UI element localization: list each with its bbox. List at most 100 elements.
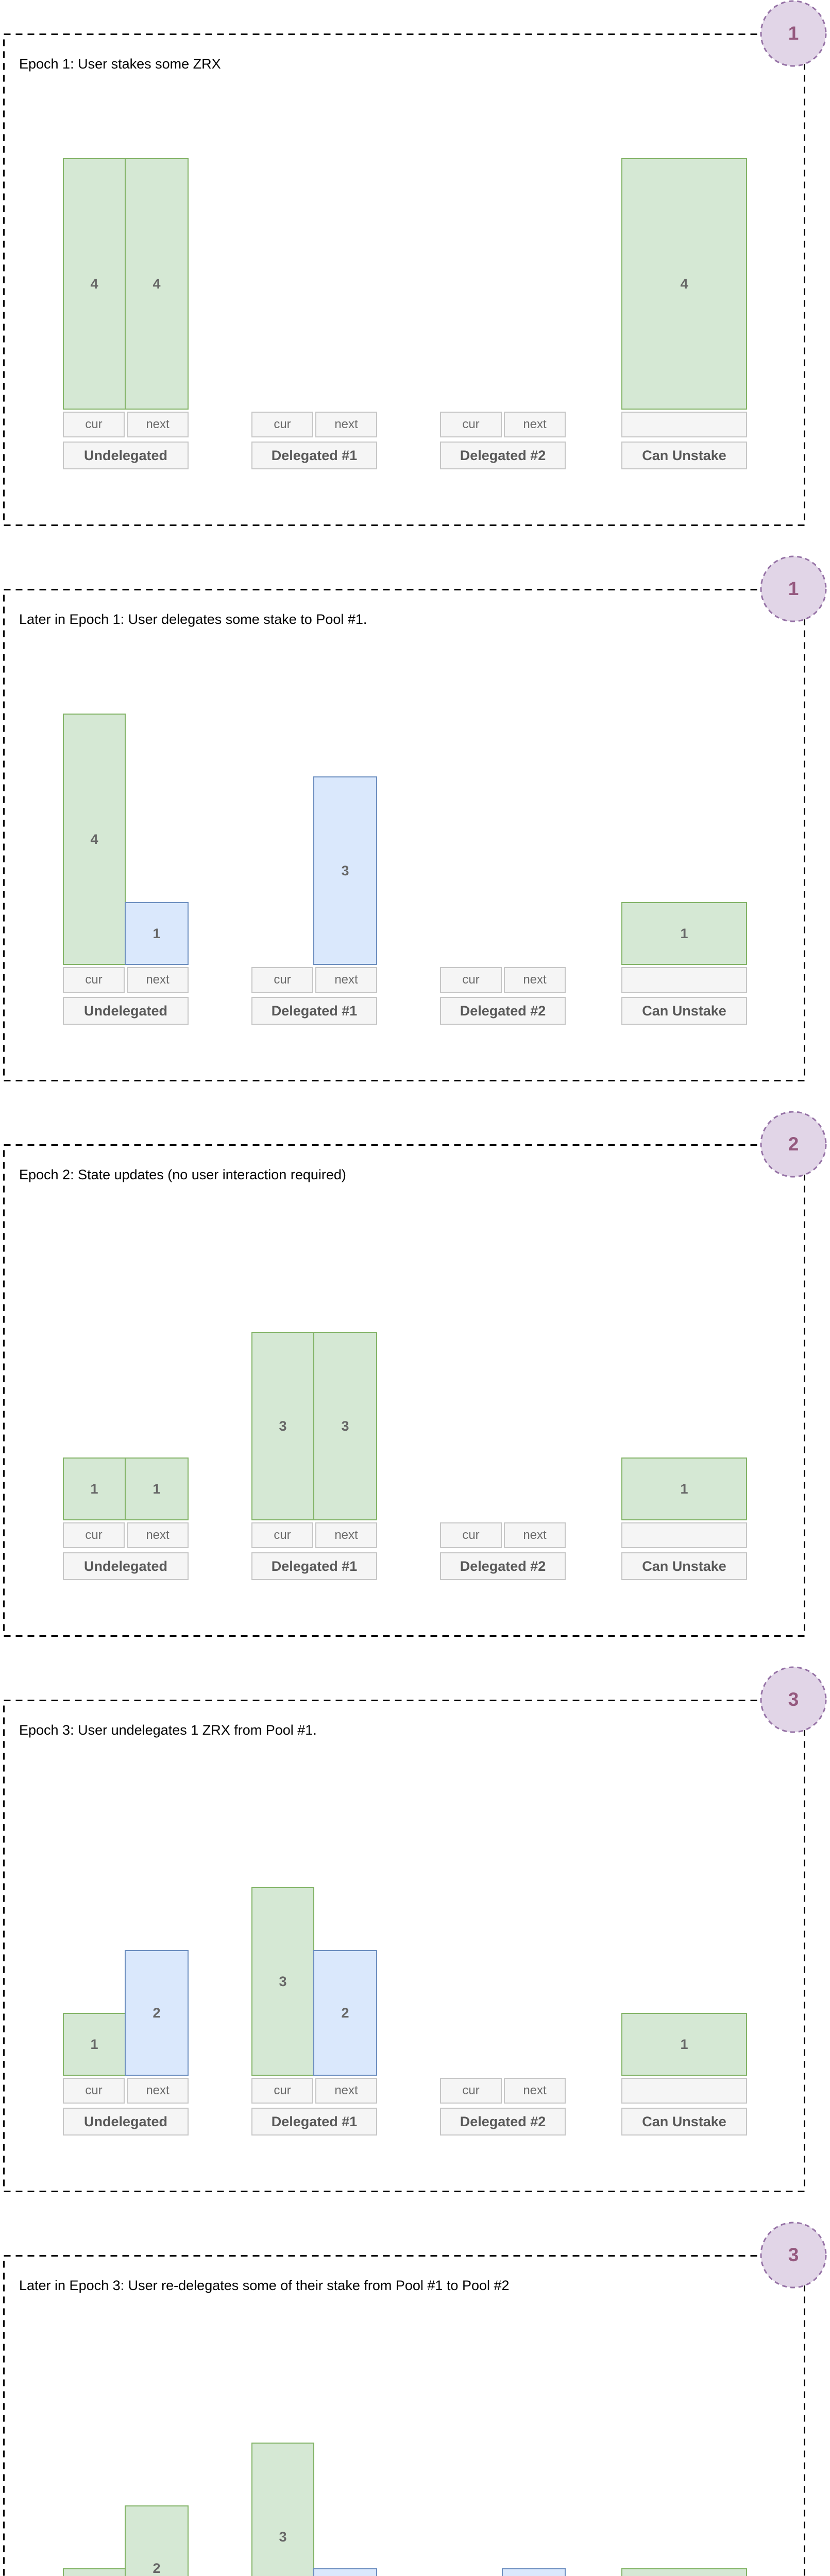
- stake-bar-next: 1: [313, 2568, 377, 2576]
- stake-bar-next: 1: [125, 902, 189, 965]
- panel-title: Later in Epoch 3: User re-delegates some…: [19, 2278, 510, 2293]
- stake-bar-next: 3: [313, 1332, 377, 1520]
- stake-bar-next: 2: [125, 1950, 189, 2076]
- stake-bar-cur: 1: [63, 2568, 126, 2576]
- badge-number: 3: [788, 1689, 799, 1710]
- epoch-panel: Later in Epoch 3: User re-delegates some…: [3, 2222, 827, 2576]
- col-header-next: next: [127, 1522, 189, 1548]
- col-header-next: next: [127, 967, 189, 993]
- badge-circle: [760, 1666, 827, 1733]
- col-header-cur: cur: [251, 1522, 313, 1548]
- group-label: Delegated #2: [440, 1552, 566, 1580]
- col-header-next: next: [504, 1522, 566, 1548]
- panel-title: Epoch 3: User undelegates 1 ZRX from Poo…: [19, 1722, 317, 1738]
- col-header-cur: cur: [63, 2078, 125, 2104]
- col-header-cur: cur: [440, 967, 502, 993]
- group-label: Can Unstake: [621, 2108, 747, 2136]
- group-label: Delegated #2: [440, 997, 566, 1025]
- col-header-cur: cur: [63, 412, 125, 437]
- stake-bar-next: 2: [125, 2505, 189, 2576]
- group-label: Delegated #1: [251, 1552, 377, 1580]
- badge-circle: [760, 555, 827, 622]
- panel-border: [3, 2255, 805, 2576]
- stake-bar-next: 1: [125, 1458, 189, 1520]
- epoch-panel: Epoch 2: State updates (no user interact…: [3, 1111, 827, 1637]
- col-header-cur: cur: [251, 412, 313, 437]
- group-label: Delegated #2: [440, 2108, 566, 2136]
- stake-bar: 1: [621, 1458, 747, 1520]
- panel-border: [3, 33, 805, 526]
- stake-bar-next: 4: [125, 158, 189, 410]
- badge-number: 1: [788, 578, 799, 599]
- col-header-next: next: [504, 412, 566, 437]
- badge-circle: [760, 1111, 827, 1178]
- col-header-next: next: [504, 967, 566, 993]
- col-header-empty: [621, 2078, 747, 2104]
- col-header-next: next: [315, 967, 377, 993]
- panel-title: Epoch 2: State updates (no user interact…: [19, 1167, 346, 1182]
- col-header-cur: cur: [440, 1522, 502, 1548]
- col-header-next: next: [127, 2078, 189, 2104]
- col-header-next: next: [315, 1522, 377, 1548]
- col-header-empty: [621, 412, 747, 437]
- group-label: Can Unstake: [621, 442, 747, 469]
- epoch-badge: 3: [760, 2222, 827, 2289]
- group-label: Undelegated: [63, 442, 189, 469]
- badge-number: 3: [788, 2244, 799, 2265]
- stake-bar-next: 3: [313, 776, 377, 965]
- stake-group-delegated-1: 31curnextDelegated #1: [251, 2255, 377, 2576]
- stake-bar-next: 2: [313, 1950, 377, 2076]
- badge-circle: [760, 0, 827, 67]
- group-label: Can Unstake: [621, 1552, 747, 1580]
- epoch-badge: 1: [760, 555, 827, 622]
- stake-bar-next: 1: [502, 2568, 566, 2576]
- epoch-panel: Epoch 3: User undelegates 1 ZRX from Poo…: [3, 1666, 827, 2192]
- group-label: Undelegated: [63, 1552, 189, 1580]
- epoch-panel: Later in Epoch 1: User delegates some st…: [3, 555, 827, 1081]
- stake-bar-cur: 3: [251, 2443, 314, 2576]
- stake-bar-cur: 1: [63, 2013, 126, 2076]
- epoch-badge: 2: [760, 1111, 827, 1178]
- epoch-badge: 1: [760, 0, 827, 67]
- col-header-cur: cur: [63, 1522, 125, 1548]
- col-header-empty: [621, 1522, 747, 1548]
- group-label: Delegated #1: [251, 2108, 377, 2136]
- panel-title: Epoch 1: User stakes some ZRX: [19, 56, 221, 72]
- stake-bar-cur: 3: [251, 1887, 314, 2076]
- col-header-next: next: [315, 412, 377, 437]
- panel-border: [3, 589, 805, 1081]
- col-header-cur: cur: [440, 2078, 502, 2104]
- col-header-cur: cur: [440, 412, 502, 437]
- epoch-badge: 3: [760, 1666, 827, 1733]
- stake-bar-cur: 1: [63, 1458, 126, 1520]
- group-label: Can Unstake: [621, 997, 747, 1025]
- group-label: Delegated #2: [440, 442, 566, 469]
- col-header-cur: cur: [63, 967, 125, 993]
- group-label: Undelegated: [63, 997, 189, 1025]
- stake-bar: 4: [621, 158, 747, 410]
- stake-bar: 1: [621, 2568, 747, 2576]
- col-header-cur: cur: [251, 2078, 313, 2104]
- stake-bar: 1: [621, 2013, 747, 2076]
- stake-bar-cur: 4: [63, 714, 126, 965]
- stake-bar-cur: 3: [251, 1332, 314, 1520]
- group-label: Undelegated: [63, 2108, 189, 2136]
